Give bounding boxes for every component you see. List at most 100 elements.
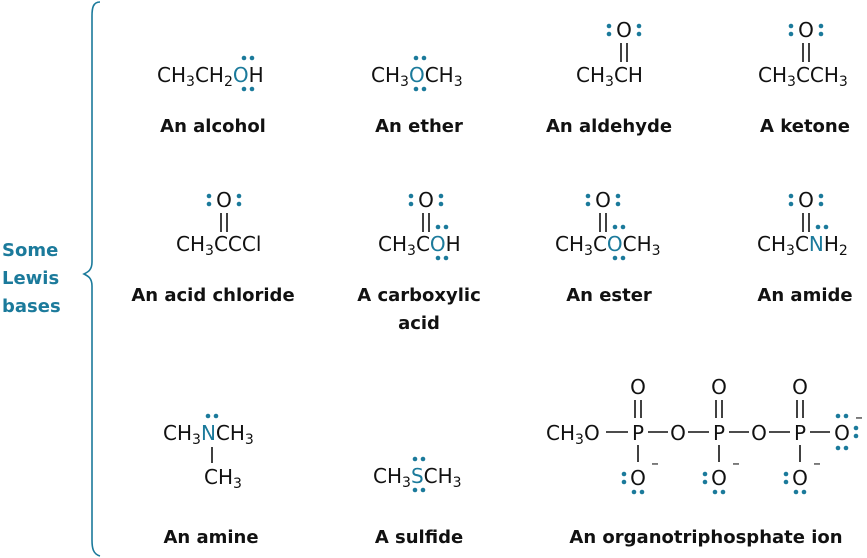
ketone-oxygen: O bbox=[798, 18, 814, 42]
lone-pair-electron bbox=[408, 193, 414, 199]
lone-pair-electron bbox=[606, 31, 612, 37]
lone-pair-electron bbox=[408, 201, 414, 207]
lone-pair-electron bbox=[443, 255, 449, 261]
lone-pair-electron bbox=[835, 445, 841, 451]
lone-pair-electron bbox=[818, 201, 824, 207]
lone-pair-electron bbox=[420, 456, 426, 462]
lone-pair-electron bbox=[620, 255, 626, 261]
amide-nitrogen: N bbox=[809, 232, 824, 256]
amine-nitrogen: N bbox=[201, 421, 216, 445]
phosphorus-3: P bbox=[794, 421, 806, 445]
alcohol-structure: CH3CH2OH An alcohol bbox=[157, 55, 266, 137]
lone-pair-electron bbox=[421, 86, 427, 92]
alcohol-caption: An alcohol bbox=[160, 116, 266, 137]
ketone-structure: O CH3CCH3 A ketone bbox=[758, 18, 850, 137]
carboxylic-acid-caption-line-2: acid bbox=[398, 313, 440, 334]
lone-pair-electron bbox=[249, 86, 255, 92]
ester-lone-pairs bbox=[585, 193, 626, 261]
carboxylic-acid-formula: CH3COH bbox=[378, 232, 461, 259]
ketone-caption: A ketone bbox=[760, 116, 850, 137]
ester-caption: An ester bbox=[566, 285, 652, 306]
carboxylic-acid-structure: O CH3COH A carboxylic acid bbox=[357, 188, 481, 334]
sulfide-lone-pairs bbox=[412, 456, 426, 493]
lone-pair-electron bbox=[606, 23, 612, 29]
lone-pair-electron bbox=[412, 487, 418, 493]
lone-pair-electron bbox=[788, 201, 794, 207]
lone-pair-electron bbox=[853, 425, 859, 431]
alcohol-oxygen: O bbox=[233, 63, 249, 87]
anionic-oxygen-3: O bbox=[792, 466, 808, 490]
amide-lone-pairs bbox=[788, 193, 829, 230]
amide-structure: O CH3CNH2 An amide bbox=[757, 188, 853, 306]
bridge-oxygen-2: O bbox=[751, 421, 767, 445]
lone-pair-electron bbox=[413, 86, 419, 92]
lone-pair-electron bbox=[435, 224, 441, 230]
ether-structure: CH3OCH3 An ether bbox=[371, 55, 463, 137]
lone-pair-electron bbox=[793, 489, 799, 495]
carboxylic-acid-caption-line-1: A carboxylic bbox=[357, 285, 481, 306]
lone-pair-electron bbox=[639, 489, 645, 495]
lone-pair-electron bbox=[621, 479, 627, 485]
lone-pair-electron bbox=[213, 413, 219, 419]
organotriphosphate-structure: CH3O P O P O P O – O O O O – O – O – bbox=[546, 375, 863, 548]
amine-lone-pairs bbox=[205, 413, 219, 419]
lone-pair-electron bbox=[236, 201, 242, 207]
lone-pair-electron bbox=[612, 224, 618, 230]
aldehyde-lone-pairs bbox=[606, 23, 642, 37]
acid-chloride-formula: CH3CCCl bbox=[176, 232, 261, 259]
phosphoryl-oxygen-3: O bbox=[792, 375, 808, 399]
lone-pair-electron bbox=[241, 86, 247, 92]
ketone-formula: CH3CCH3 bbox=[758, 63, 848, 90]
sulfide-caption: A sulfide bbox=[375, 527, 463, 548]
lone-pair-electron bbox=[615, 201, 621, 207]
ester-structure: O CH3COCH3 An ester bbox=[555, 188, 661, 306]
aldehyde-formula: CH3CH bbox=[576, 63, 643, 90]
alcohol-formula: CH3CH2OH bbox=[157, 63, 264, 90]
phosphorus-1: P bbox=[632, 421, 644, 445]
lone-pair-electron bbox=[720, 489, 726, 495]
lone-pair-electron bbox=[823, 224, 829, 230]
lone-pair-electron bbox=[818, 193, 824, 199]
lone-pair-electron bbox=[815, 224, 821, 230]
carboxylic-acid-hydroxyl-oxygen: O bbox=[430, 232, 446, 256]
lone-pair-electron bbox=[236, 193, 242, 199]
lone-pair-electron bbox=[712, 489, 718, 495]
side-label: Some Lewis bases bbox=[2, 240, 61, 317]
lone-pair-electron bbox=[788, 193, 794, 199]
lone-pair-electron bbox=[438, 201, 444, 207]
lone-pair-electron bbox=[788, 31, 794, 37]
acid-chloride-oxygen: O bbox=[216, 188, 232, 212]
lone-pair-electron bbox=[412, 456, 418, 462]
sulfide-structure: CH3SCH3 A sulfide bbox=[373, 456, 463, 548]
aldehyde-structure: O CH3CH An aldehyde bbox=[546, 18, 672, 137]
lone-pair-electron bbox=[206, 201, 212, 207]
terminal-oxygen-anion: O bbox=[834, 421, 850, 445]
lone-pair-electron bbox=[636, 31, 642, 37]
lone-pair-electron bbox=[636, 23, 642, 29]
lone-pair-electron bbox=[843, 413, 849, 419]
ether-lone-pairs bbox=[413, 55, 427, 92]
anionic-oxygen-1: O bbox=[630, 466, 646, 490]
side-label-line-3: bases bbox=[2, 296, 61, 317]
lone-pair-electron bbox=[843, 445, 849, 451]
anionic-oxygen-2: O bbox=[711, 466, 727, 490]
ester-carbonyl-oxygen: O bbox=[595, 188, 611, 212]
terminal-oxygen-charge: – bbox=[855, 408, 863, 426]
triphosphate-lone-pairs bbox=[621, 413, 859, 495]
alcohol-lone-pairs bbox=[241, 55, 255, 92]
lone-pair-electron bbox=[615, 193, 621, 199]
ether-caption: An ether bbox=[375, 116, 463, 137]
triphosphate-methoxy: CH3O bbox=[546, 421, 600, 448]
lone-pair-electron bbox=[205, 413, 211, 419]
acid-chloride-structure: O CH3CCCl An acid chloride bbox=[131, 188, 294, 306]
lone-pair-electron bbox=[413, 55, 419, 61]
phosphoryl-oxygen-2: O bbox=[711, 375, 727, 399]
carboxylic-acid-lone-pairs bbox=[408, 193, 449, 261]
amide-oxygen: O bbox=[798, 188, 814, 212]
aldehyde-caption: An aldehyde bbox=[546, 116, 672, 137]
lone-pair-electron bbox=[620, 224, 626, 230]
lone-pair-electron bbox=[435, 255, 441, 261]
lone-pair-electron bbox=[702, 471, 708, 477]
carboxylic-acid-carbonyl-oxygen: O bbox=[418, 188, 434, 212]
lone-pair-electron bbox=[438, 193, 444, 199]
